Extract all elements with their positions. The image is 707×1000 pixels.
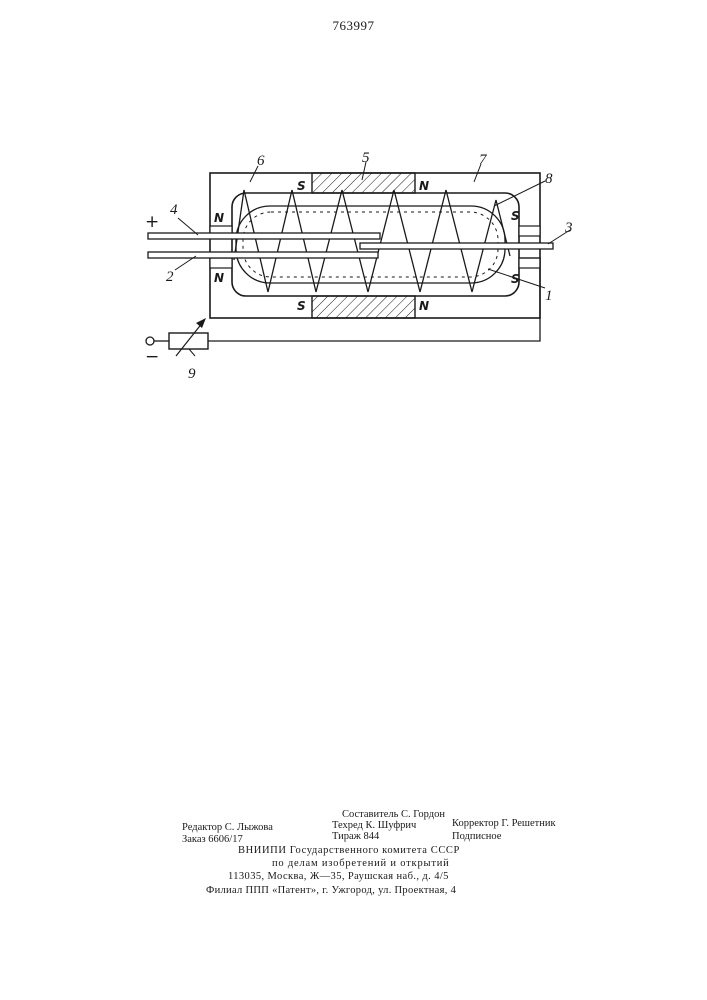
arrow-head xyxy=(196,318,206,328)
leader-9 xyxy=(189,349,195,356)
imprint-circulation: Тираж 844 xyxy=(332,830,379,843)
imprint-org-line2: по делам изобретений и открытий xyxy=(272,857,450,870)
minus-sign: − xyxy=(145,347,159,367)
plus-sign: + xyxy=(145,212,159,232)
pole-n-left-top: N xyxy=(214,211,224,225)
pole-s-right-bottom: S xyxy=(511,272,520,286)
imprint-corrector: Корректор Г. Решетник xyxy=(452,817,556,830)
pole-s-top-left: S xyxy=(297,179,306,193)
imprint-order: Заказ 6606/17 xyxy=(182,833,243,846)
terminal-circle xyxy=(146,337,154,345)
contact-2 xyxy=(148,252,378,258)
pole-n-left-bottom: N xyxy=(214,271,224,285)
contact-3 xyxy=(360,243,553,249)
label-9: 9 xyxy=(188,366,196,382)
label-5: 5 xyxy=(362,150,370,166)
magnet-top xyxy=(312,173,415,193)
imprint-subscription: Подписное xyxy=(452,830,501,843)
left-pole-bottom xyxy=(210,258,232,268)
right-pole-top xyxy=(519,226,540,236)
pole-s-bottom-left: S xyxy=(297,299,306,313)
label-7: 7 xyxy=(479,152,488,168)
label-1: 1 xyxy=(545,288,553,304)
pole-s-right-top: S xyxy=(511,209,520,223)
label-8: 8 xyxy=(545,171,553,187)
right-pole-bottom xyxy=(519,258,540,268)
label-6: 6 xyxy=(257,153,265,169)
label-3: 3 xyxy=(564,220,573,236)
imprint-org-line3: 113035, Москва, Ж—35, Раушская наб., д. … xyxy=(228,870,449,883)
contact-4 xyxy=(148,233,380,239)
pole-n-bottom-right: N xyxy=(419,299,429,313)
imprint-org-line1: ВНИИПИ Государственного комитета СССР xyxy=(238,844,460,857)
magnet-bottom xyxy=(312,296,415,318)
imprint-branch: Филиал ППП «Патент», г. Ужгород, ул. Про… xyxy=(206,884,456,897)
label-4: 4 xyxy=(170,202,178,218)
label-2: 2 xyxy=(166,269,174,285)
pole-n-top-right: N xyxy=(419,179,429,193)
